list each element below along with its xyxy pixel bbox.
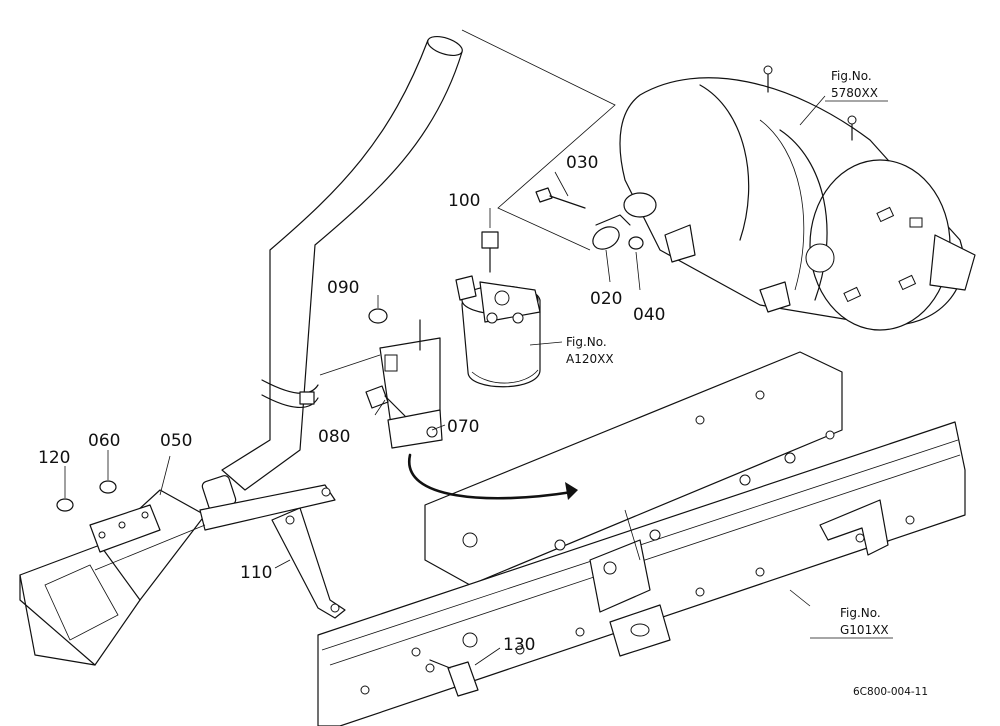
part-label-110: 110 xyxy=(240,563,272,583)
part-label-130: 130 xyxy=(503,635,535,655)
leader-lines xyxy=(64,29,826,666)
fig-ref-code-frame: G101XX xyxy=(840,623,889,637)
fig-ref-prefix-frame: Fig.No. xyxy=(840,606,881,620)
part-label-020: 020 xyxy=(590,289,622,309)
wiring-harness xyxy=(408,453,578,500)
part-label-070: 070 xyxy=(447,417,479,437)
tailpipe-funnel xyxy=(19,489,206,666)
exhaust-pipe xyxy=(201,35,463,511)
fasteners xyxy=(56,187,644,697)
stay-bracket xyxy=(199,484,346,619)
part-number-labels: 030 100 090 020 040 080 070 120 060 050 … xyxy=(38,153,665,655)
part-label-040: 040 xyxy=(633,305,665,325)
sensor-bracket xyxy=(379,319,443,449)
part-label-100: 100 xyxy=(448,191,480,211)
fig-ref-code-sensor: A120XX xyxy=(566,352,614,366)
frame-assembly xyxy=(317,351,966,726)
part-label-120: 120 xyxy=(38,448,70,468)
part-label-060: 060 xyxy=(88,431,120,451)
figure-references: Fig.No. 5780XX Fig.No. A120XX Fig.No. G1… xyxy=(566,69,893,639)
part-label-030: 030 xyxy=(566,153,598,173)
part-label-050: 050 xyxy=(160,431,192,451)
fig-ref-prefix-muffler: Fig.No. xyxy=(831,69,872,83)
drawing-code: 6C800-004-11 xyxy=(853,686,928,698)
part-label-090: 090 xyxy=(327,278,359,298)
sensor-unit xyxy=(455,275,541,388)
muffler-assembly xyxy=(619,65,976,331)
fig-ref-prefix-sensor: Fig.No. xyxy=(566,335,607,349)
part-label-080: 080 xyxy=(318,427,350,447)
fig-ref-code-muffler: 5780XX xyxy=(831,86,878,100)
